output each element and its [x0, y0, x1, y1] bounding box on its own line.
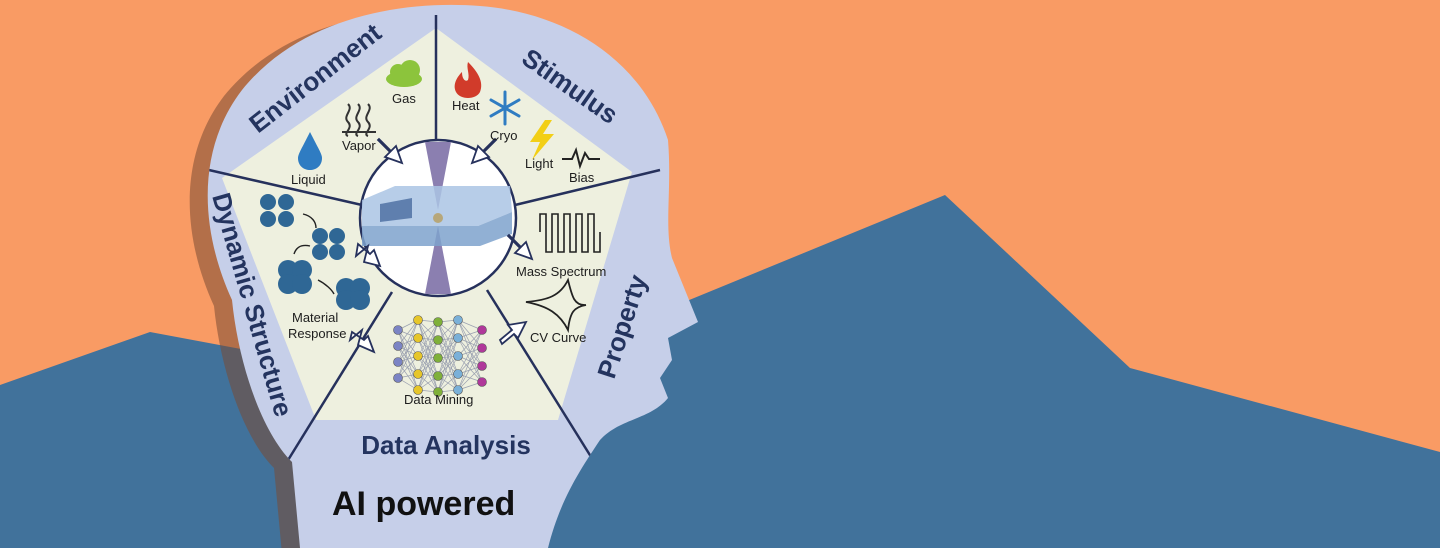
snowflake-icon [489, 90, 521, 126]
neural-network-icon [393, 315, 487, 397]
label-cryo: Cryo [490, 128, 517, 143]
flow-arrows [348, 137, 534, 354]
cloud-icon [386, 60, 422, 87]
label-vapor: Vapor [342, 138, 376, 153]
label-light: Light [525, 156, 554, 171]
label-heat: Heat [452, 98, 480, 113]
nn-node [477, 343, 487, 353]
nn-node [413, 315, 423, 325]
nn-node [393, 357, 403, 367]
flame-icon [454, 62, 482, 98]
nn-node [453, 351, 463, 361]
nn-node [477, 377, 487, 387]
label-gas: Gas [392, 91, 416, 106]
mass-spectrum-icon [539, 213, 601, 253]
label-mass-spectrum: Mass Spectrum [516, 264, 606, 279]
nn-node [393, 373, 403, 383]
nn-node [433, 387, 443, 397]
vapor-icon [342, 103, 376, 137]
label-cv-curve: CV Curve [530, 330, 586, 345]
pulse-icon [562, 146, 600, 170]
nn-node [413, 351, 423, 361]
nn-node [453, 315, 463, 325]
nn-node [453, 385, 463, 395]
nn-node [433, 335, 443, 345]
nn-node [433, 353, 443, 363]
nn-node [453, 369, 463, 379]
nn-node [413, 369, 423, 379]
label-data-mining: Data Mining [404, 392, 473, 407]
label-bias: Bias [569, 170, 595, 185]
nn-node [453, 333, 463, 343]
nn-node [393, 325, 403, 335]
particles-icon [260, 194, 370, 310]
ai-powered-title: AI powered [332, 485, 515, 523]
label-liquid: Liquid [291, 172, 326, 187]
nn-node [433, 371, 443, 381]
label-response: Response [288, 326, 347, 341]
divider-lines [207, 15, 661, 469]
cv-curve-icon [525, 277, 587, 334]
label-material: Material [292, 310, 338, 325]
particle-arrows [293, 213, 335, 295]
droplet-icon [298, 132, 322, 170]
nn-node [433, 317, 443, 327]
microscope-holder-icon [358, 138, 518, 298]
lightning-icon [530, 120, 554, 160]
nn-node [477, 361, 487, 371]
nn-node [393, 341, 403, 351]
nn-node [413, 333, 423, 343]
nn-node [413, 385, 423, 395]
nn-node [477, 325, 487, 335]
section-data-analysis: Data Analysis [361, 430, 531, 460]
